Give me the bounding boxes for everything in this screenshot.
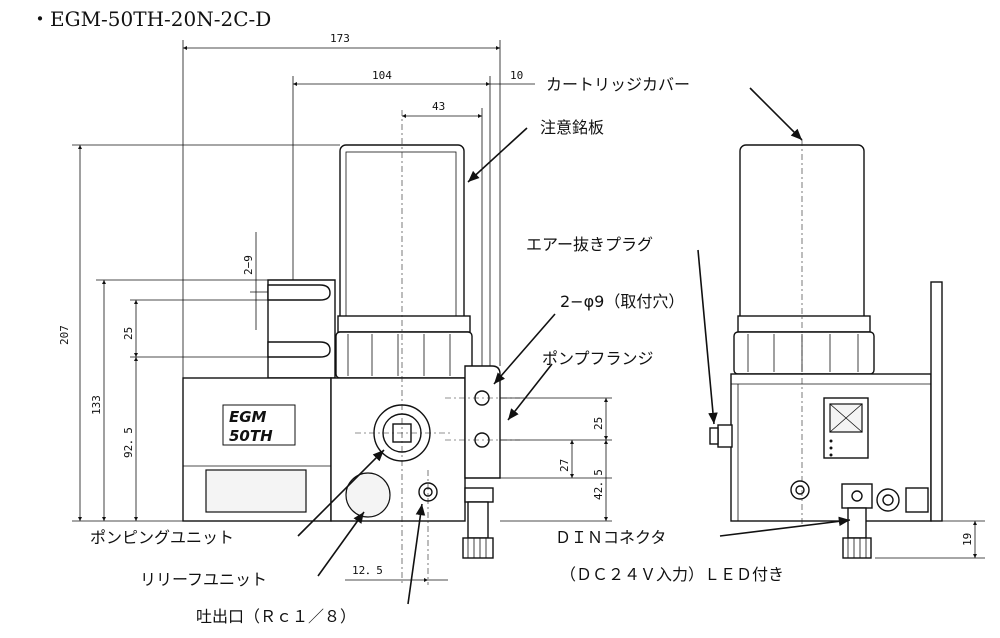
label-mount-holes: 2−φ9（取付穴） (560, 292, 684, 311)
relief-unit (345, 472, 391, 518)
dim-2-9: 2−9 (242, 255, 255, 275)
label-cartridge-cover: カートリッジカバー (546, 75, 690, 94)
front-view: EGM 50TH (182, 110, 520, 585)
dim-173: 173 (330, 32, 350, 45)
svg-text:EGM: EGM (229, 408, 267, 426)
side-bracket (930, 281, 943, 522)
label-caution-plate: 注意銘板 (540, 118, 604, 137)
svg-text:50TH: 50TH (229, 427, 273, 445)
egm-logo: EGM 50TH (222, 404, 296, 446)
label-din-connector: ＤＩＮコネクタ (555, 528, 666, 547)
label-pump-flange: ポンプフランジ (542, 349, 654, 368)
callout-labels: カートリッジカバー 注意銘板 エアー抜きプラグ 2−φ9（取付穴） ポンプフラン… (90, 75, 784, 626)
dim-25-right: 25 (592, 417, 605, 430)
dim-25-left: 25 (122, 327, 135, 340)
ribbed-cap (335, 331, 473, 379)
air-vent-plug (717, 424, 733, 448)
dim-12-5: 12．5 (352, 564, 383, 577)
dim-104: 104 (372, 69, 392, 82)
dim-10: 10 (510, 69, 523, 82)
leaders-front (297, 127, 556, 605)
dim-27: 27 (558, 459, 571, 472)
side-view: 19 (709, 140, 985, 559)
dim-133: 133 (90, 395, 103, 415)
dim-43: 43 (432, 100, 445, 113)
dim-42-5: 42．5 (592, 469, 605, 500)
cartridge-collar (337, 315, 471, 333)
fitting-body (464, 487, 494, 503)
label-din-connector-spec: （ＤＣ２４Ｖ入力）ＬＥＤ付き (560, 565, 784, 584)
label-air-vent-plug: エアー抜きプラグ (526, 235, 653, 254)
dim-19: 19 (961, 533, 974, 546)
side-ribbed-cap (733, 331, 875, 375)
dim-207: 207 (58, 325, 71, 345)
label-relief-unit: リリーフユニット (140, 570, 267, 589)
pump-flange (464, 365, 501, 479)
dimensions-front: 173 104 10 43 207 133 92．5 25 2−9 (58, 32, 612, 582)
fitting-knurl (462, 537, 494, 559)
label-discharge-port: 吐出口（Ｒｃ１／８） (196, 607, 356, 626)
label-pumping-unit: ポンピングユニット (90, 528, 234, 547)
leaders-side (697, 87, 851, 537)
body-panel (205, 469, 307, 513)
mount-slot-lower (267, 341, 331, 358)
drawing-title: ・EGM-50TH-20N-2C-D (30, 7, 271, 31)
side-fitting-knurl (842, 537, 872, 559)
dim-92-5: 92．5 (122, 427, 135, 458)
mount-slot-upper (267, 284, 331, 301)
